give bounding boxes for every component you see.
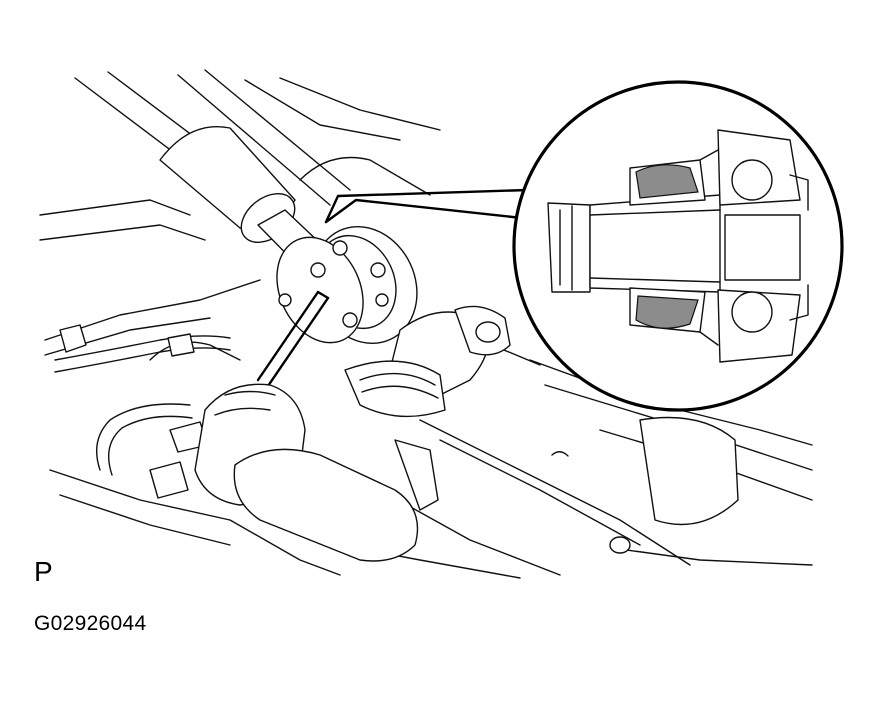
- lower-components: [551, 416, 739, 554]
- hex-wrench-icon: [256, 290, 330, 388]
- corner-letter: P: [34, 556, 53, 587]
- callout-leader: [324, 188, 530, 224]
- flange-joint: [276, 225, 418, 345]
- tube-lines: [54, 324, 241, 499]
- figure-code: G02926044: [34, 612, 147, 635]
- center-bearing-cross-section-icon: [512, 80, 844, 412]
- hand-figure: [194, 383, 439, 562]
- center-bearing-bracket: [344, 305, 511, 418]
